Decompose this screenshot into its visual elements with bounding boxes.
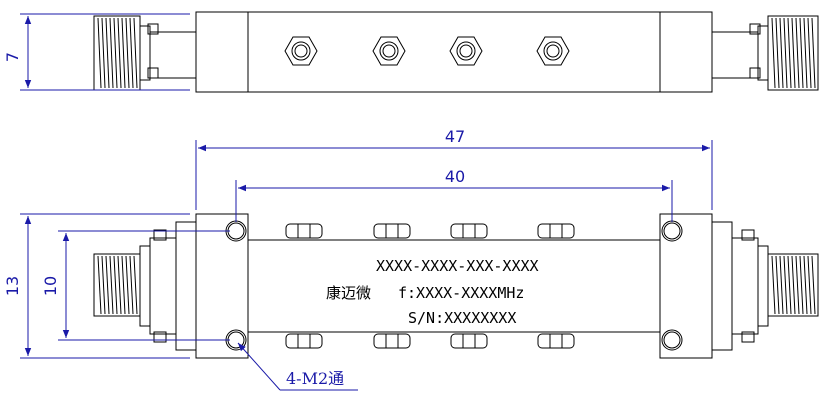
screw-nut-side [285, 333, 323, 349]
thread-line [129, 17, 134, 89]
thread-line [775, 17, 780, 89]
top-body [195, 11, 713, 93]
thread-line [101, 255, 106, 315]
thread-line [779, 255, 784, 315]
mounting-hole [661, 329, 683, 351]
dim-hole-vertical-spacing-label: 10 [41, 276, 60, 296]
thread-line [121, 255, 126, 315]
dim-hole-spacing-label: 40 [445, 167, 465, 186]
thread-line [799, 17, 804, 89]
thread-line [803, 17, 808, 89]
part-number-label: XXXX-XXXX-XXX-XXXX [376, 257, 539, 275]
dim-top-height [20, 13, 190, 91]
dim-hole-vertical-spacing [58, 230, 230, 341]
front-left-connector [93, 221, 197, 351]
dim-hole-spacing [235, 180, 673, 222]
serial-label: S/N:XXXXXXXX [408, 309, 516, 327]
thread-line [771, 255, 776, 315]
thread-line [791, 255, 796, 315]
front-view [93, 213, 819, 359]
thread-line [101, 17, 106, 89]
thread-line [97, 17, 102, 89]
thread-line [133, 255, 138, 315]
thread-line [783, 17, 788, 89]
thread-line [807, 17, 812, 89]
thread-line [121, 17, 126, 89]
thread-line [807, 255, 812, 315]
thread-line [125, 17, 130, 89]
top-left-connector [93, 15, 197, 91]
thread-line [105, 17, 110, 89]
screw-nut-side [537, 333, 575, 349]
top-right-connector [711, 15, 819, 91]
tuning-screw [284, 36, 318, 66]
thread-line [133, 17, 138, 89]
tuning-screw [536, 36, 570, 66]
dim-overall-length [195, 140, 713, 210]
thread-line [113, 255, 118, 315]
thread-line [109, 255, 114, 315]
top-view [93, 11, 819, 93]
dim-body-height-label: 13 [3, 276, 22, 296]
thread-line [97, 255, 102, 315]
thread-line [771, 17, 776, 89]
tuning-screw [449, 36, 483, 66]
screw-nut-side [285, 223, 323, 239]
thread-line [105, 255, 110, 315]
thread-line [787, 255, 792, 315]
screw-nut-side [450, 333, 488, 349]
top-left-thread [97, 17, 138, 89]
screw-nut-side [537, 223, 575, 239]
dim-body-height [20, 213, 190, 359]
screw-nut-side [373, 333, 411, 349]
thread-line [117, 255, 122, 315]
screw-nut-side [450, 223, 488, 239]
thread-line [811, 17, 816, 89]
front-right-connector [711, 221, 819, 351]
hole-callout-leader [237, 342, 358, 391]
thread-line [795, 255, 800, 315]
thread-line [125, 255, 130, 315]
thread-line [783, 255, 788, 315]
tuning-screw [372, 36, 406, 66]
mounting-hole [661, 220, 683, 242]
hole-callout-text: 4-M2通 [286, 369, 344, 388]
thread-line [811, 255, 816, 315]
dim-overall-length-label: 47 [445, 127, 465, 146]
top-right-thread [771, 17, 816, 89]
dim-top-height-label: 7 [3, 52, 22, 62]
thread-line [787, 17, 792, 89]
thread-line [791, 17, 796, 89]
thread-line [117, 17, 122, 89]
thread-line [113, 17, 118, 89]
frequency-label: f:XXXX-XXXXMHz [398, 284, 524, 302]
brand-label: 康迈微 [326, 284, 371, 302]
thread-line [799, 255, 804, 315]
screw-nut-side [373, 223, 411, 239]
thread-line [779, 17, 784, 89]
thread-line [775, 255, 780, 315]
thread-line [795, 17, 800, 89]
thread-line [109, 17, 114, 89]
thread-line [803, 255, 808, 315]
thread-line [129, 255, 134, 315]
